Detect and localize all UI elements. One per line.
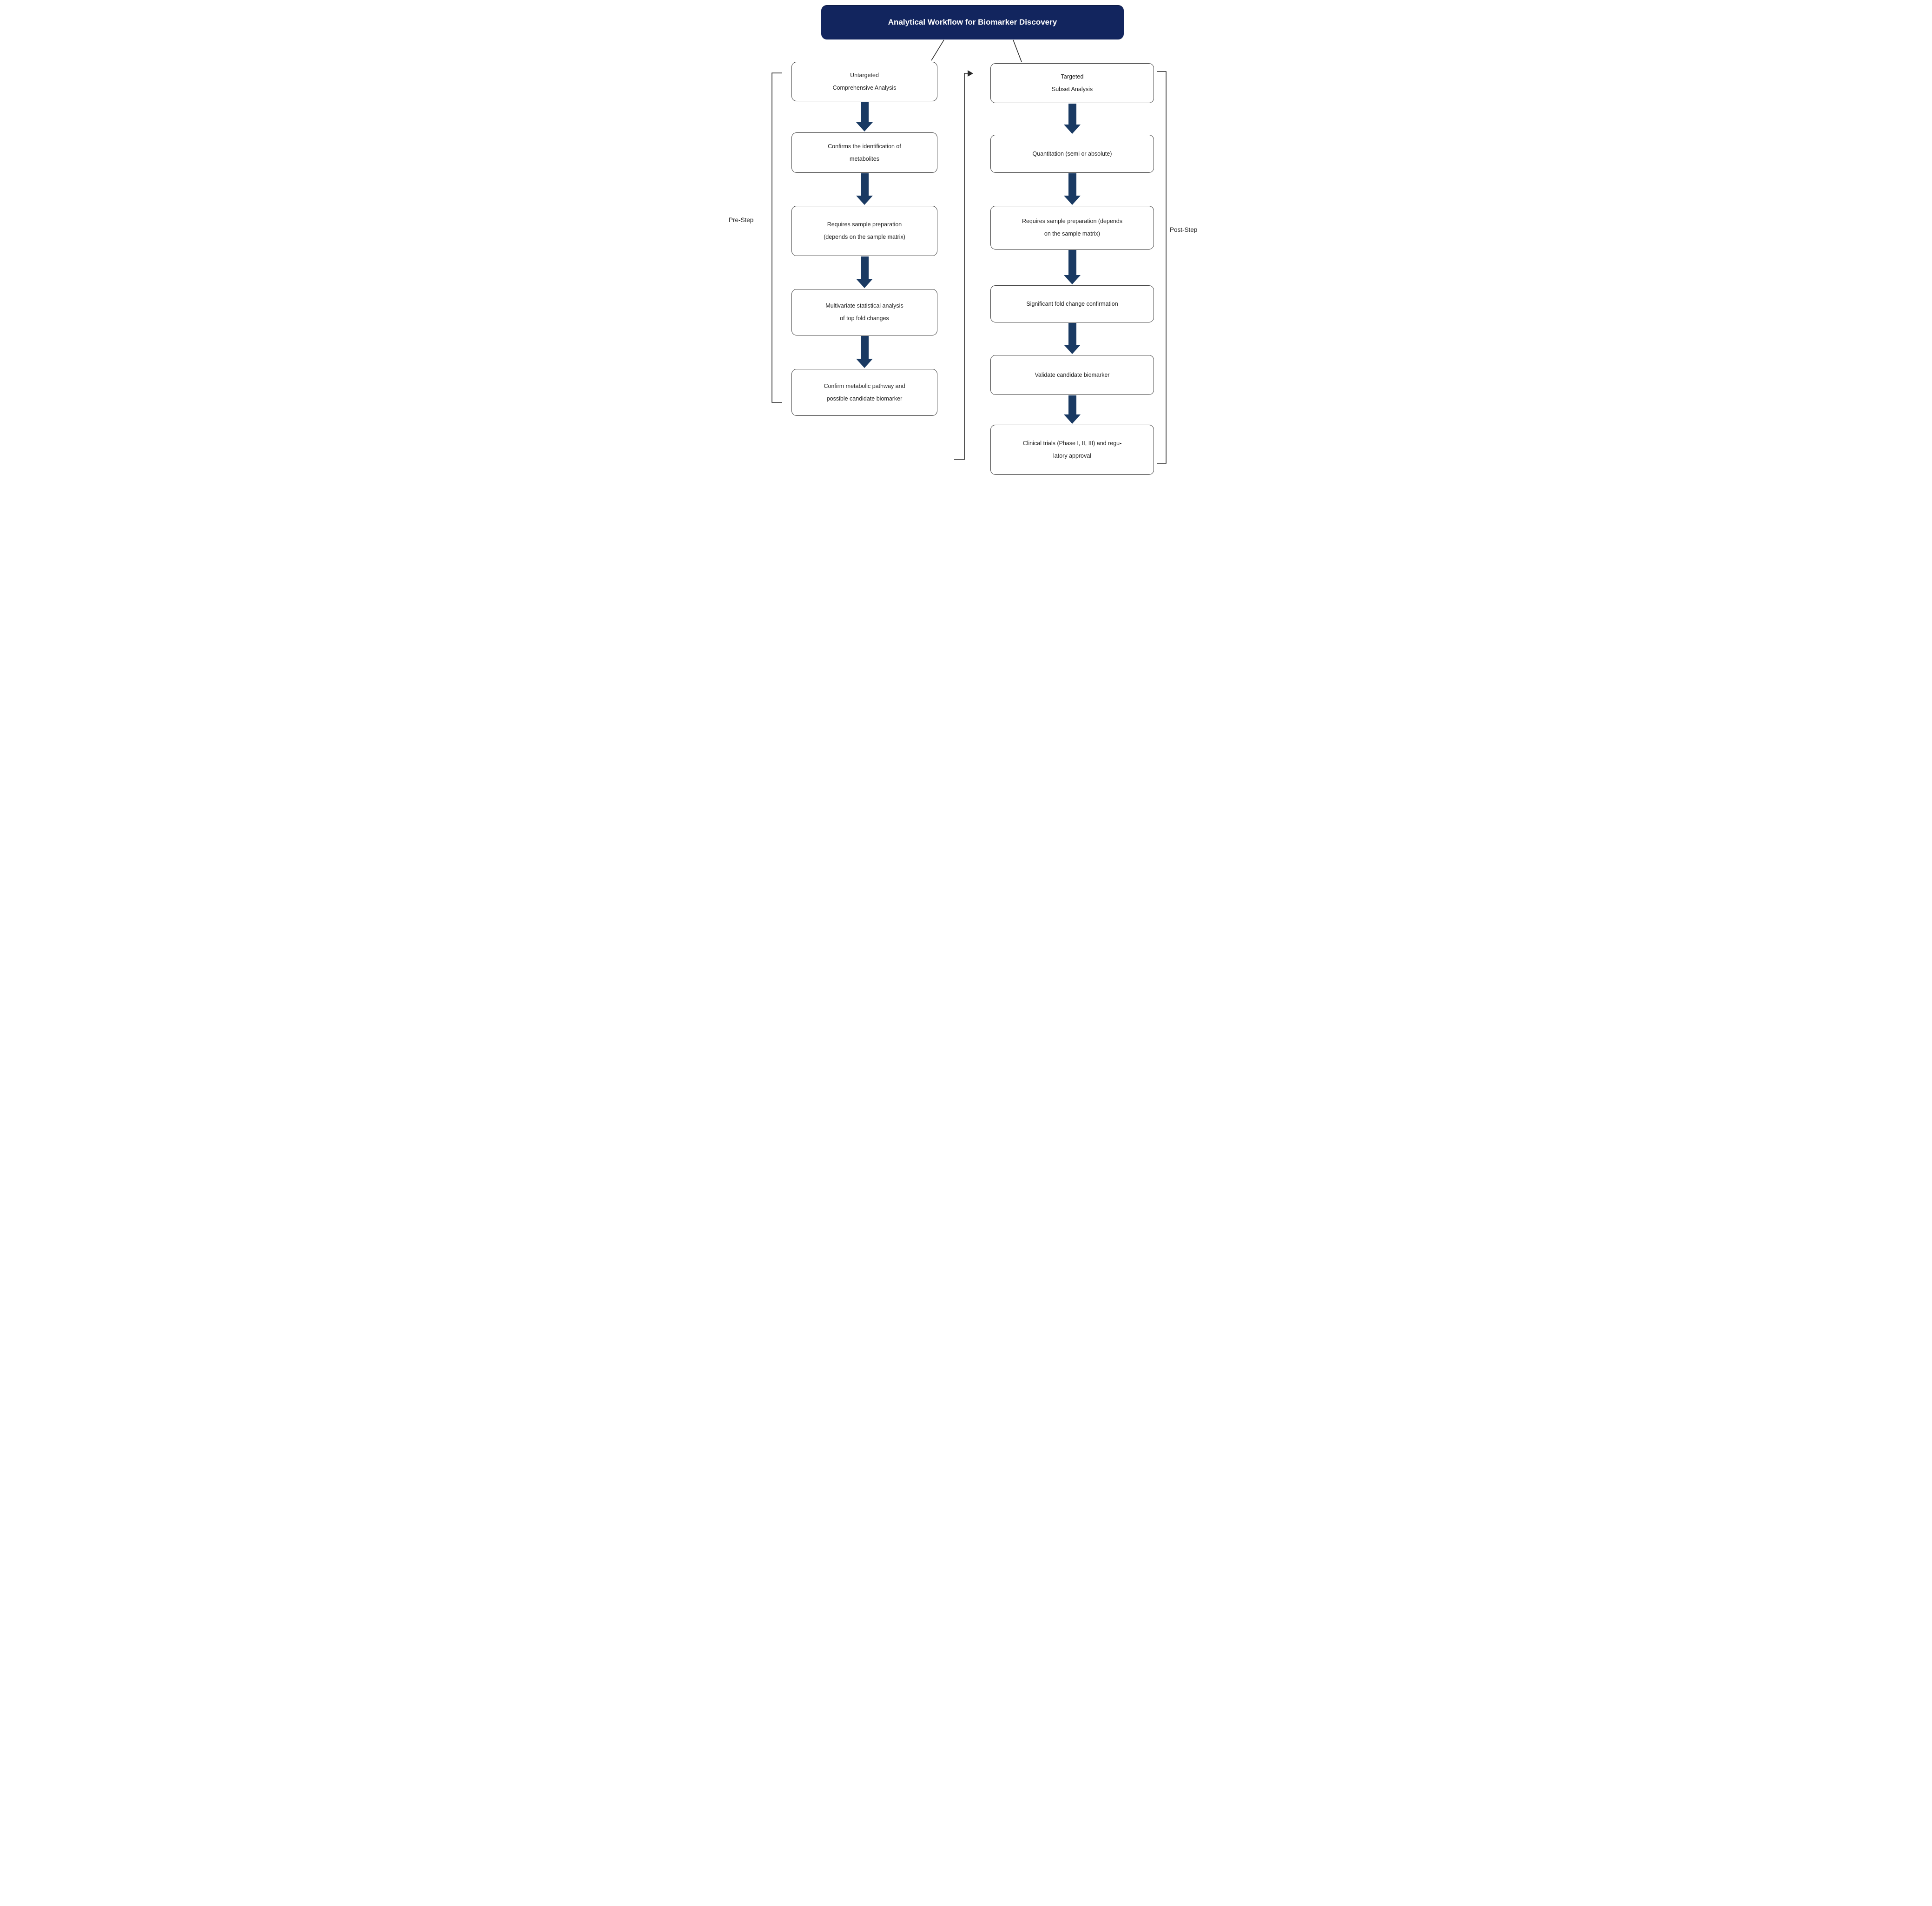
step-box-untargeted-comprehensive-analysis: Untargeted Comprehensive Analysis [791,62,937,101]
arrow-shaft [860,173,869,196]
title-to-untargeted-line [931,39,944,61]
down-arrow-icon [1064,173,1081,205]
step-box-validate-candidate-biomarker: Validate candidate biomarker [990,355,1154,395]
arrow-shaft [1068,323,1076,345]
down-arrow-icon [856,102,873,131]
post-step-bracket [1157,71,1167,464]
title-to-targeted-line [1013,39,1022,62]
page-title: Analytical Workflow for Biomarker Discov… [888,18,1057,26]
untargeted-to-targeted-connector [954,73,968,460]
down-arrow-icon [856,336,873,368]
title-box: Analytical Workflow for Biomarker Discov… [821,5,1124,39]
arrow-shaft [860,102,869,122]
biomarker-workflow-diagram: Analytical Workflow for Biomarker Discov… [725,0,1207,477]
down-arrow-icon [1064,395,1081,424]
step-box-requires-sample-preparation-left: Requires sample preparation (depends on … [791,206,937,256]
step-box-confirm-metabolic-pathway: Confirm metabolic pathway and possible c… [791,369,937,416]
down-arrow-icon [1064,250,1081,284]
arrow-shaft [860,336,869,359]
arrow-head [1064,345,1081,354]
step-box-targeted-subset-analysis: Targeted Subset Analysis [990,63,1154,103]
connector-arrowhead-icon [968,70,973,77]
pre-step-label: Pre-Step [729,217,754,223]
arrow-head [856,279,873,288]
arrow-head [1064,125,1081,134]
arrow-head [1064,275,1081,284]
step-box-significant-fold-change: Significant fold change confirmation [990,285,1154,322]
step-box-quantitation: Quantitation (semi or absolute) [990,135,1154,173]
post-step-label: Post-Step [1170,226,1198,233]
arrow-head [1064,414,1081,424]
arrow-head [1064,196,1081,205]
down-arrow-icon [1064,104,1081,134]
arrow-shaft [1068,395,1076,414]
down-arrow-icon [1064,323,1081,354]
arrow-head [856,196,873,205]
arrow-shaft [1068,104,1076,125]
step-box-clinical-trials: Clinical trials (Phase I, II, III) and r… [990,425,1154,475]
arrow-shaft [1068,250,1076,275]
arrow-head [856,359,873,368]
pre-step-bracket [771,72,782,403]
step-box-multivariate-statistical-analysis: Multivariate statistical analysis of top… [791,289,937,335]
arrow-head [856,122,873,131]
down-arrow-icon [856,256,873,288]
arrow-shaft [860,256,869,279]
step-box-requires-sample-preparation-right: Requires sample preparation (depends on … [990,206,1154,250]
arrow-shaft [1068,173,1076,196]
down-arrow-icon [856,173,873,205]
step-box-confirms-identification: Confirms the identification of metabolit… [791,132,937,173]
connector-lines-layer [771,39,1167,464]
